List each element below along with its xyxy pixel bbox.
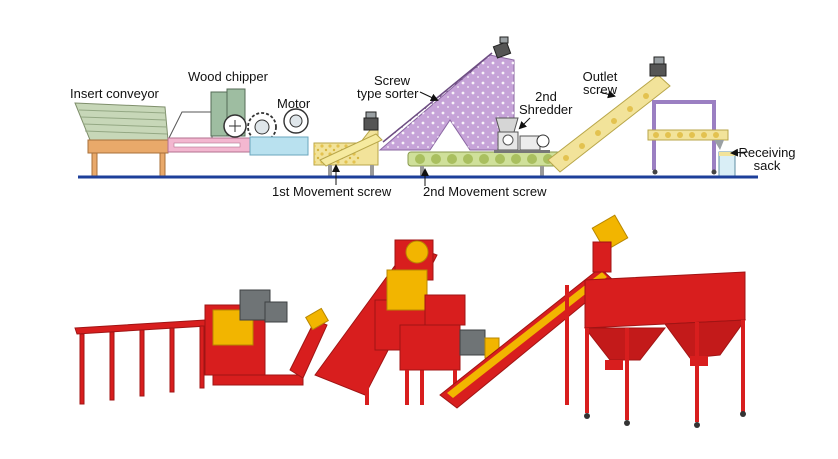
label-first-movement-screw: 1st Movement screw [272, 184, 392, 199]
label-motor: Motor [277, 96, 311, 111]
label-receiving-sack-1: Receiving [738, 145, 796, 160]
label-screw-type-sorter-2: type sorter [357, 86, 419, 101]
process-schematic [74, 36, 758, 186]
first-movement-screw [313, 111, 383, 177]
insert-conveyor [74, 102, 169, 178]
machinery-photo [74, 214, 747, 428]
label-pointers [332, 90, 749, 186]
label-insert-conveyor: Insert conveyor [70, 86, 159, 101]
label-receiving-sack-2: sack [753, 158, 781, 173]
motor [249, 108, 309, 156]
label-second-shredder-1: 2nd [535, 89, 557, 104]
second-shredder-unit [399, 294, 500, 405]
label-screw-type-sorter-1: Screw [373, 73, 411, 88]
second-shredder [494, 117, 550, 153]
outlet-screw-unit [439, 214, 629, 409]
storage-hopper [583, 271, 747, 428]
wood-chipper [167, 88, 277, 153]
label-wood-chipper: Wood chipper [188, 69, 268, 84]
sorter-tower [314, 239, 438, 405]
second-movement-screw [407, 151, 561, 177]
screw-type-sorter [378, 36, 515, 151]
storage-rack [647, 100, 729, 175]
outlet-screw [547, 56, 671, 173]
first-screw-unit [289, 307, 329, 379]
label-outlet-screw-1: Outlet [582, 69, 618, 84]
label-second-movement-screw: 2nd Movement screw [423, 184, 547, 199]
label-second-shredder-2: Shredder [519, 102, 573, 117]
receiving-sack [718, 151, 736, 177]
label-outlet-screw-2: screw [583, 82, 617, 97]
infeed-rack [74, 319, 208, 405]
chipper-unit [204, 289, 304, 386]
